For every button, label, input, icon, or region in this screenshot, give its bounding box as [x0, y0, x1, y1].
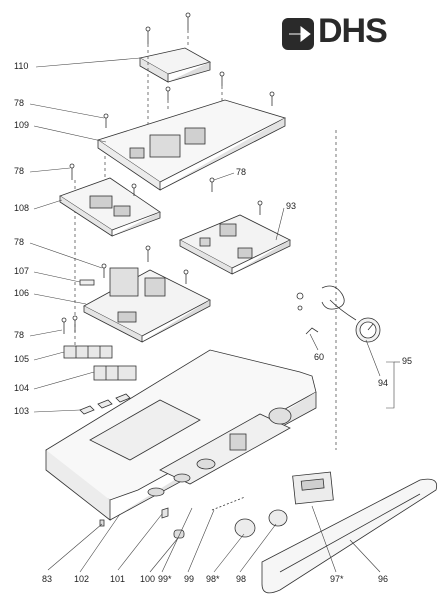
- label-106: 106: [14, 288, 30, 298]
- label-78-c: 78: [236, 167, 247, 177]
- part-108-plate: [59, 177, 161, 237]
- label-101: 101: [110, 574, 126, 584]
- part-102-housing: [45, 349, 317, 521]
- part-98-knob-b: [268, 509, 288, 527]
- part-101-part: [161, 507, 169, 519]
- label-78-e: 78: [14, 330, 25, 340]
- part-98-knob: [234, 518, 256, 538]
- label-98-star: 98*: [206, 574, 220, 584]
- label-109: 109: [14, 120, 30, 130]
- part-107-fuse: [79, 279, 95, 286]
- label-78-b: 78: [14, 166, 25, 176]
- label-104: 104: [14, 383, 30, 393]
- part-103-clips: [79, 393, 131, 415]
- label-96: 96: [378, 574, 389, 584]
- dhs-logo: [282, 14, 438, 56]
- part-93-pcb: [179, 214, 291, 275]
- part-105-terminal: [63, 345, 113, 359]
- part-104-terminal: [93, 365, 137, 381]
- part-60-clip: [305, 327, 319, 335]
- label-98: 98: [236, 574, 247, 584]
- label-83: 83: [42, 574, 53, 584]
- label-97-star: 97*: [330, 574, 344, 584]
- part-94-pressure-gauge: [296, 285, 381, 343]
- part-110-cover-box: [138, 47, 212, 83]
- label-102: 102: [74, 574, 90, 584]
- part-97-display: [292, 471, 334, 505]
- brand-name: DHS: [318, 12, 388, 50]
- label-100: 100: [140, 574, 156, 584]
- label-78-a: 78: [14, 98, 25, 108]
- label-99: 99: [184, 574, 195, 584]
- label-103: 103: [14, 406, 30, 416]
- label-95: 95: [402, 356, 413, 366]
- part-100-cap: [173, 529, 185, 539]
- label-94: 94: [378, 378, 389, 388]
- part-106-main-pcb: [83, 267, 211, 343]
- label-110: 110: [14, 61, 29, 71]
- label-107: 107: [14, 266, 30, 276]
- screws-top: [103, 12, 275, 128]
- label-78-d: 78: [14, 237, 25, 247]
- label-99-star: 99*: [158, 574, 172, 584]
- label-93: 93: [286, 201, 297, 211]
- label-105: 105: [14, 354, 30, 364]
- part-83-screw: [99, 519, 105, 527]
- part-96-front-panel: [261, 478, 438, 594]
- label-108: 108: [14, 203, 30, 213]
- leader-lines: [29, 57, 400, 573]
- label-60: 60: [314, 352, 325, 362]
- part-109-plate: [97, 99, 287, 191]
